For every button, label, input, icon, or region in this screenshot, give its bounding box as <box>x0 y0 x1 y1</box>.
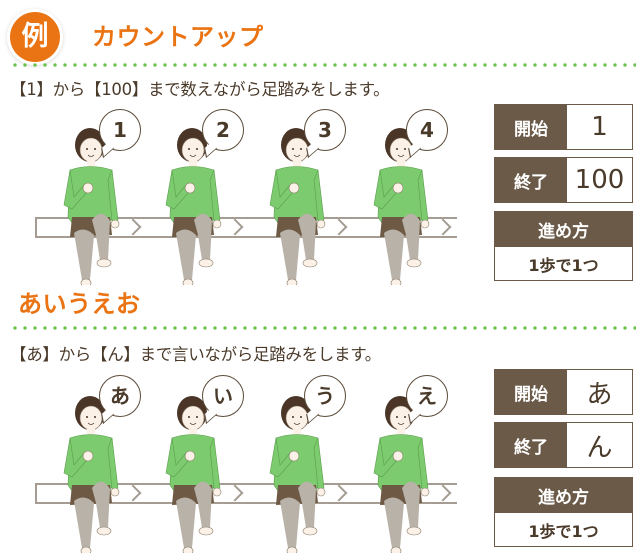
start-panel: 開始 1 <box>494 104 633 150</box>
section-description: 【あ】から【ん】まで言いながら足踏みをします。 <box>10 345 381 364</box>
stepping-person-illustration <box>373 395 430 553</box>
stepping-person-illustration <box>63 395 120 553</box>
step-value: 1歩で1つ <box>495 513 632 546</box>
bubble-text: 3 <box>318 118 332 142</box>
speech-bubble: 4 <box>406 109 448 158</box>
step-panel: 進め方 1歩で1つ <box>494 477 633 547</box>
speech-bubble: え <box>406 375 448 424</box>
speech-bubble: う <box>304 375 346 424</box>
speech-bubble: 2 <box>202 109 244 158</box>
start-label: 開始 <box>495 370 567 414</box>
bubble-text: い <box>213 384 233 408</box>
end-panel: 終了 ん <box>494 422 633 468</box>
bubble-text: 1 <box>113 118 127 142</box>
example-badge: 例 <box>10 12 60 62</box>
bubble-text: う <box>315 384 335 408</box>
step-value: 1歩で1つ <box>495 247 632 280</box>
speech-bubble: い <box>202 375 244 424</box>
end-value: ん <box>567 423 632 467</box>
dotted-divider <box>10 326 636 330</box>
start-value: 1 <box>567 105 632 149</box>
speech-bubble: 1 <box>99 109 141 158</box>
end-label: 終了 <box>495 158 567 202</box>
stepping-person-illustration <box>269 395 326 553</box>
speech-bubble: あ <box>99 375 141 424</box>
end-panel: 終了 100 <box>494 157 633 203</box>
section-title-countup: カウントアップ <box>92 23 264 51</box>
step-label: 進め方 <box>495 212 632 247</box>
start-value: あ <box>567 370 632 414</box>
bubble-text: 2 <box>216 118 230 142</box>
step-label: 進め方 <box>495 478 632 513</box>
section-title-aiueo: あいうえお <box>18 290 141 318</box>
progress-band <box>35 217 457 238</box>
end-value: 100 <box>567 158 632 202</box>
progress-band <box>35 483 457 504</box>
step-panel: 進め方 1歩で1つ <box>494 211 633 281</box>
bubble-text: 4 <box>420 118 434 142</box>
start-panel: 開始 あ <box>494 369 633 415</box>
dotted-divider <box>10 63 636 67</box>
speech-bubble: 3 <box>304 109 346 158</box>
bubble-text: あ <box>110 384 130 408</box>
section-description: 【1】から【100】まで数えながら足踏みをします。 <box>10 80 390 99</box>
bubble-text: え <box>417 384 437 408</box>
start-label: 開始 <box>495 105 567 149</box>
end-label: 終了 <box>495 423 567 467</box>
stepping-person-illustration <box>165 395 222 553</box>
